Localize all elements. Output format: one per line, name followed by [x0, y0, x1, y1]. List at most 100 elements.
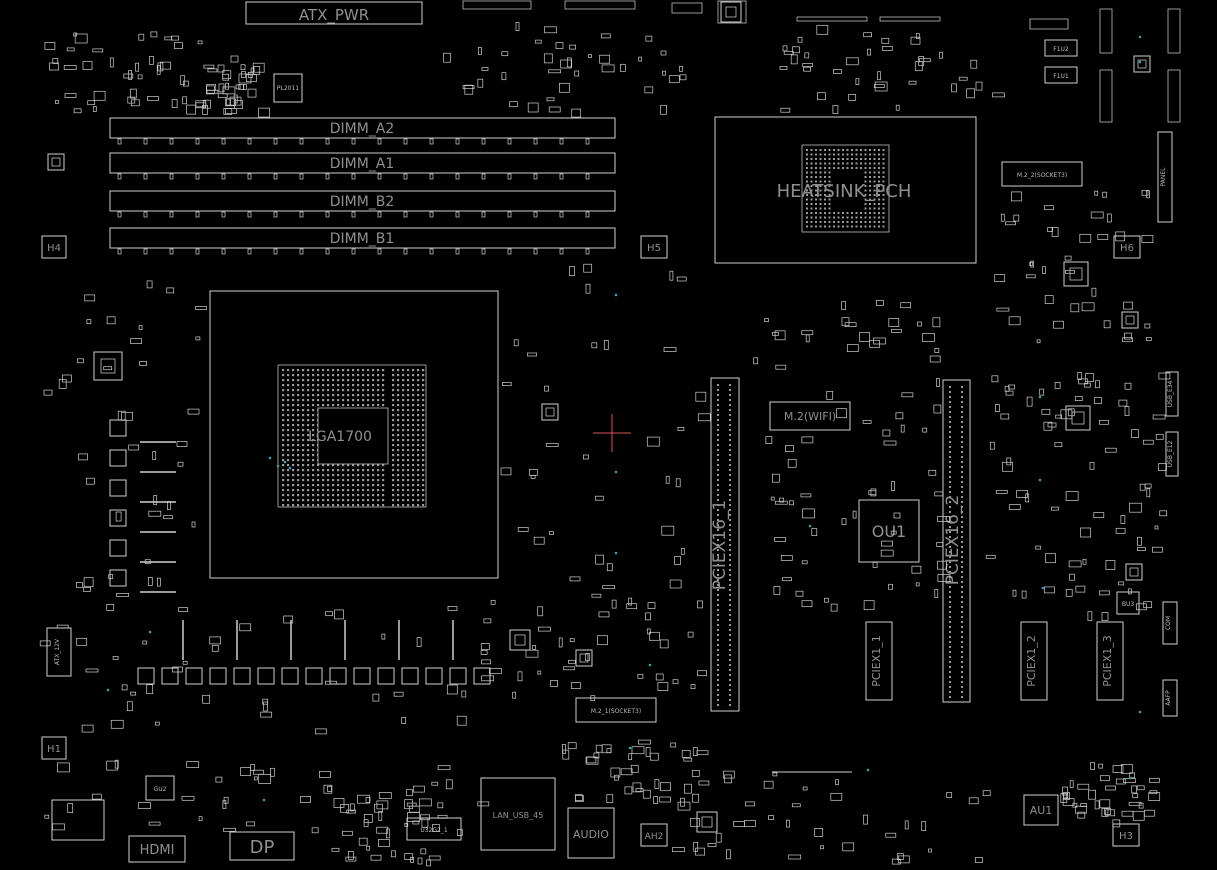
dp-port[interactable]: DP	[229, 831, 295, 861]
cpu-pin	[287, 374, 290, 377]
pch-ball	[815, 189, 817, 192]
smd-component	[138, 33, 145, 41]
panel-header[interactable]: PANEL	[1157, 131, 1173, 223]
cpu-pin	[362, 374, 365, 377]
usb-e12-header[interactable]: USB_E12	[1165, 431, 1179, 477]
dimm-a1-label: DIMM_A1	[330, 156, 395, 172]
smd-component	[186, 104, 196, 115]
cpu-pin	[357, 394, 360, 397]
vrm-choke	[109, 509, 127, 527]
pcie-pin	[949, 656, 951, 658]
smd-component	[937, 574, 951, 582]
smd-component	[645, 612, 651, 621]
cpu-pin	[372, 379, 375, 382]
cpu-pin	[392, 489, 395, 492]
smd-component	[928, 469, 937, 476]
smd-component	[774, 330, 786, 341]
smd-component	[138, 325, 143, 330]
smd-component	[1088, 789, 1096, 800]
pciex1-1-slot[interactable]: PCIEX1_1	[865, 621, 893, 701]
audio-label: AUDIO	[573, 828, 609, 841]
pcie-pin	[961, 451, 963, 453]
cpu-pin	[397, 469, 400, 472]
atx-pwr-connector[interactable]: ATX_PWR	[245, 1, 423, 25]
cpu-pin	[347, 374, 350, 377]
cpu-pin	[402, 394, 405, 397]
smd-component	[1077, 811, 1086, 819]
dimm-slot-b1[interactable]: DIMM_B1	[109, 227, 616, 249]
pcie-pin	[729, 509, 731, 511]
pcie-pin	[961, 696, 963, 698]
dimm-slot-a1[interactable]: DIMM_A1	[109, 152, 616, 174]
gu2-chip[interactable]: GU2	[145, 775, 175, 801]
m2-wifi-slot[interactable]: M.2(WIFI)	[769, 401, 851, 431]
smd-component	[150, 31, 158, 38]
pciex1-2-slot[interactable]: PCIEX1_2	[1020, 621, 1048, 701]
smd-component	[665, 475, 670, 484]
u32g2-port[interactable]: U32G2_1	[406, 817, 462, 841]
usb-header-left[interactable]	[51, 799, 105, 841]
dimm-slot-a2[interactable]: DIMM_A2	[109, 117, 616, 139]
pch-ball	[819, 194, 822, 196]
cpu-pin	[297, 449, 300, 452]
m2-2-slot[interactable]: M.2_2(SOCKET3)	[1001, 161, 1083, 187]
smd-component	[786, 819, 790, 828]
pciex16-1-slot[interactable]: PCIEX16_1	[710, 377, 740, 712]
pch-ball	[815, 185, 817, 187]
smd-component	[202, 105, 208, 115]
pcie-pin	[961, 681, 963, 683]
pl2011-chip[interactable]: PL2011	[273, 73, 303, 103]
smd-component	[1143, 601, 1153, 609]
smd-component	[895, 412, 904, 420]
smd-component	[820, 845, 824, 850]
cpu-pin	[322, 464, 325, 467]
cpu-pin	[397, 414, 400, 417]
lan-usb-port[interactable]: LAN_USB_45	[480, 777, 556, 851]
cpu-pin	[307, 399, 310, 402]
dimm-slot-b2[interactable]: DIMM_B2	[109, 190, 616, 212]
usb-e34-header[interactable]: USB_E34	[1165, 371, 1179, 417]
ou1-chip[interactable]: OU1	[858, 499, 920, 563]
smd-component	[880, 549, 894, 557]
cpu-pin	[377, 504, 380, 507]
m2-1-slot[interactable]: M.2_1(SOCKET3)	[575, 697, 657, 723]
smd-component	[867, 48, 871, 56]
pch-ball	[824, 176, 826, 178]
cpu-socket[interactable]: LGA1700	[209, 290, 499, 579]
audio-port[interactable]: AUDIO	[567, 807, 615, 859]
cpu-pin	[312, 484, 315, 487]
cpu-pin	[287, 484, 290, 487]
pch-ball	[824, 198, 826, 201]
cpu-pin	[307, 429, 310, 432]
pch-ball	[873, 198, 876, 201]
fuse-f1u1[interactable]: F1U1	[1044, 66, 1078, 84]
dimm-pin	[247, 173, 252, 180]
pch-ball	[806, 153, 808, 156]
heatsink-pch[interactable]: HEATSINK_PCH	[714, 116, 977, 264]
smd-component	[235, 84, 241, 90]
cpu-pin	[367, 369, 370, 372]
smd-component	[76, 637, 88, 646]
smd-component	[177, 461, 184, 467]
cpu-pin	[422, 384, 425, 387]
smd-component	[985, 554, 996, 559]
au1-chip[interactable]: AU1	[1023, 794, 1059, 826]
smd-component	[258, 774, 272, 784]
smd-component	[421, 817, 429, 828]
dimm-pin	[559, 211, 564, 218]
pciex1-3-slot[interactable]: PCIEX1_3	[1096, 621, 1124, 701]
com-header[interactable]: COM	[1162, 601, 1178, 645]
aafp-header[interactable]: AAFP	[1162, 679, 1178, 717]
pciex16-2-slot[interactable]: PCIEX16_2	[942, 379, 971, 703]
cpu-pin	[382, 369, 385, 372]
smd-component	[649, 631, 660, 641]
fuse-f1u2[interactable]: F1U2	[1044, 39, 1078, 57]
cpu-pin	[347, 389, 350, 392]
dimm-pin	[455, 138, 460, 145]
cpu-pin	[397, 484, 400, 487]
dimm-a2-label: DIMM_A2	[330, 121, 395, 137]
hdmi-port[interactable]: HDMI	[128, 835, 186, 863]
cpu-pin	[327, 399, 330, 402]
smd-component	[1054, 382, 1061, 389]
pcie-pin	[717, 474, 719, 476]
